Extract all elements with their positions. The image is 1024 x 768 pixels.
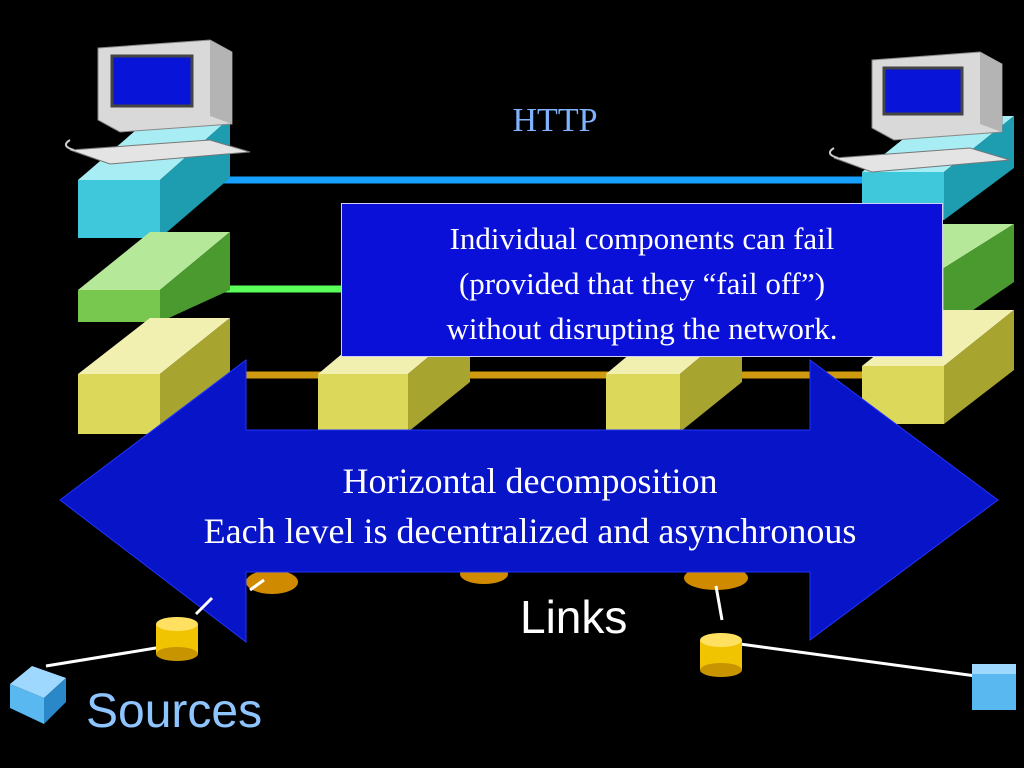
arrow-caption-line-2: Each level is decentralized and asynchro… <box>203 511 857 551</box>
left-middle-layer <box>78 232 230 322</box>
arrow-caption-line-1: Horizontal decomposition <box>342 461 718 501</box>
failure-callout: Individual components can fail (provided… <box>341 203 943 357</box>
source-box-left <box>10 666 66 724</box>
horizontal-double-arrow <box>59 358 999 644</box>
left-computer-icon <box>64 39 251 165</box>
links-label: Links <box>520 591 628 643</box>
left-layer-stack <box>78 118 230 434</box>
callout-line-1: Individual components can fail <box>449 221 835 256</box>
right-computer-icon <box>828 51 1011 173</box>
source-connections <box>45 578 977 678</box>
sources-label: Sources <box>86 685 263 738</box>
http-label: HTTP <box>512 102 598 139</box>
left-bottom-layer <box>78 318 230 434</box>
source-box-right <box>972 664 1016 710</box>
left-http-layer <box>78 118 230 238</box>
arrow-caption: Horizontal decomposition Each level is d… <box>80 456 980 556</box>
node-right <box>700 633 742 677</box>
node-left <box>156 617 198 661</box>
callout-line-3: without disrupting the network. <box>446 311 838 346</box>
callout-line-2: (provided that they “fail off”) <box>458 266 826 301</box>
